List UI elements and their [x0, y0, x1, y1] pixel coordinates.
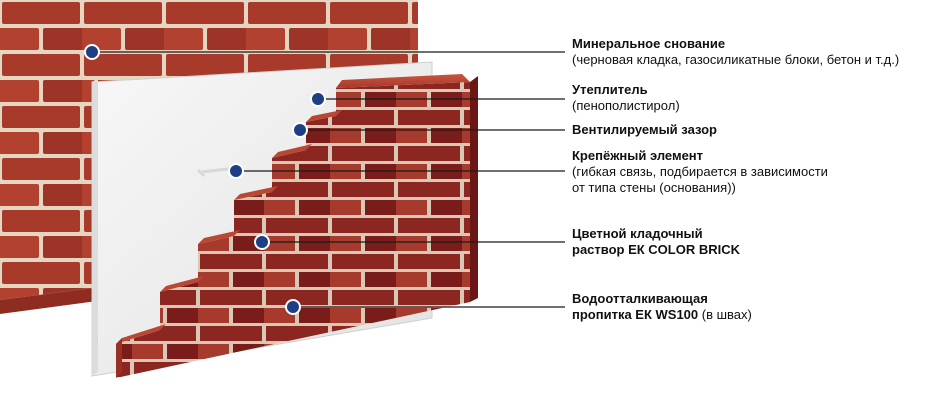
label-impregnation-title: Водоотталкивающая [572, 291, 708, 306]
label-impregnation-title2: пропитка ЕК WS100 [572, 307, 699, 322]
facing-brick-wall [116, 74, 478, 378]
label-mortar-title: Цветной кладочный [572, 226, 703, 241]
label-mortar: Цветной кладочный раствор ЕК COLOR BRICK [572, 226, 740, 258]
label-mineral-base: Минеральное снование (черновая кладка, г… [572, 36, 899, 68]
marker-dot-icon [310, 91, 326, 107]
label-insulation-title: Утеплитель [572, 82, 648, 97]
label-impregnation: Водоотталкивающая пропитка ЕК WS100 (в ш… [572, 291, 752, 323]
label-impregnation-tail: (в швах) [698, 307, 752, 322]
callout-lines [92, 51, 565, 308]
marker-dot-icon [292, 122, 308, 138]
marker-dot-icon [228, 163, 244, 179]
marker-dot-icon [84, 44, 100, 60]
label-mineral-base-title: Минеральное снование [572, 36, 726, 51]
label-insulation: Утеплитель (пенополистирол) [572, 82, 680, 114]
marker-dot-icon [285, 299, 301, 315]
label-fastener-sub2: от типа стены (основания)) [572, 180, 736, 195]
label-fastener-title: Крепёжный элемент [572, 148, 704, 163]
label-ventilated-gap-title: Вентилируемый зазор [572, 122, 717, 137]
label-fastener: Крепёжный элемент (гибкая связь, подбира… [572, 148, 828, 196]
label-mineral-base-sub: (черновая кладка, газосиликатные блоки, … [572, 52, 900, 67]
marker-dots [84, 44, 326, 315]
label-insulation-sub: (пенополистирол) [572, 98, 680, 113]
label-mortar-title2: раствор ЕК COLOR BRICK [572, 242, 741, 257]
label-ventilated-gap: Вентилируемый зазор [572, 122, 717, 138]
label-fastener-sub: (гибкая связь, подбирается в зависимости [572, 164, 828, 179]
marker-dot-icon [254, 234, 270, 250]
